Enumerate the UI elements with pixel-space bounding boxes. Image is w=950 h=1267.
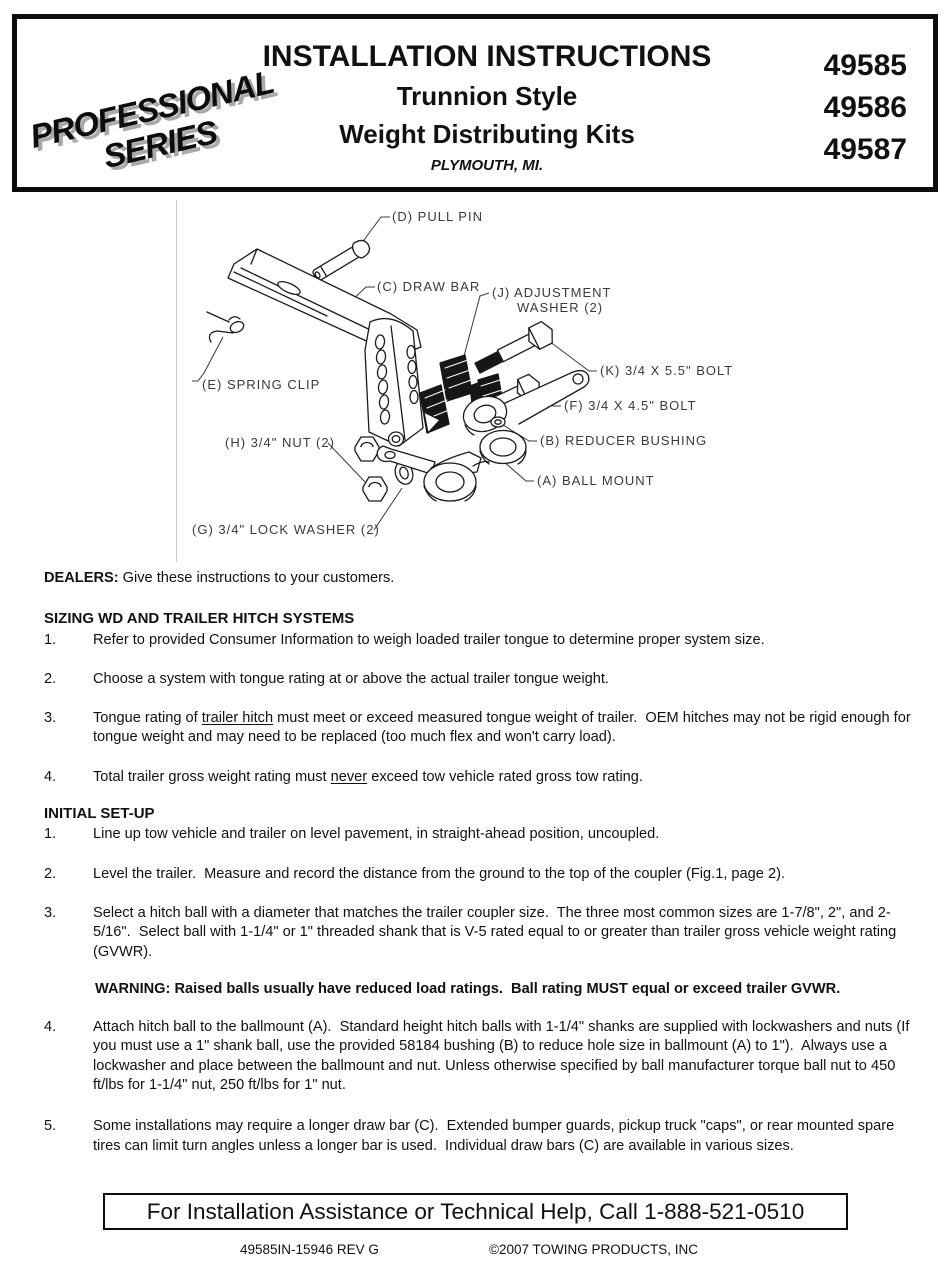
header-box: PROFESSIONAL SERIES INSTALLATION INSTRUC… <box>12 14 938 192</box>
section-heading-sizing: SIZING WD AND TRAILER HITCH SYSTEMS <box>44 610 355 628</box>
item-text: Attach hitch ball to the ballmount (A). … <box>93 1019 914 1094</box>
label-spring-clip: (E) SPRING CLIP <box>202 377 320 392</box>
assembly-arrow <box>423 411 441 434</box>
reducer-bushing-part <box>490 416 506 428</box>
bolt-k-part <box>474 320 553 374</box>
diagram-labels: (D) PULL PIN (C) DRAW BAR (J) ADJUSTMENT… <box>192 209 733 537</box>
item-text-post: exceed tow vehicle rated gross tow ratin… <box>367 768 643 785</box>
label-adjustment-washer-line1: (J) ADJUSTMENT <box>492 285 611 300</box>
label-draw-bar: (C) DRAW BAR <box>377 279 480 294</box>
draw-bar-part <box>227 248 424 447</box>
exploded-parts-diagram: (D) PULL PIN (C) DRAW BAR (J) ADJUSTMENT… <box>176 200 737 562</box>
item-text-pre: Refer to provided Consumer Information t… <box>93 631 765 648</box>
section-heading-setup: INITIAL SET-UP <box>44 805 155 823</box>
item-number: 3. <box>44 710 57 727</box>
leader-lines <box>192 216 597 531</box>
location-text: PLYMOUTH, MI. <box>430 157 544 174</box>
item-text: Refer to provided Consumer Information t… <box>93 631 912 650</box>
label-adjustment-washer-line2: WASHER (2) <box>517 300 603 315</box>
list-item: 4. Attach hitch ball to the ballmount (A… <box>44 1018 912 1095</box>
list-item: 3. Select a hitch ball with a diameter t… <box>44 904 912 962</box>
help-contact-box: For Installation Assistance or Technical… <box>103 1193 848 1230</box>
list-item: 3. Tongue rating of trailer hitch must m… <box>44 709 912 748</box>
item-text: Level the trailer. Measure and record th… <box>93 865 785 882</box>
label-reducer-bushing: (B) REDUCER BUSHING <box>540 433 707 448</box>
item-text: Some installations may require a longer … <box>93 1118 899 1154</box>
list-item: 2. Choose a system with tongue rating at… <box>44 670 912 689</box>
ball-mount-part <box>376 429 527 502</box>
item-text-pre: Total trailer gross weight rating must <box>93 768 331 785</box>
item-number: 4. <box>44 1019 57 1036</box>
item-text: Tongue rating of trailer hitch must meet… <box>93 709 912 748</box>
part-number: 49586 <box>823 91 907 124</box>
list-item: 1. Line up tow vehicle and trailer on le… <box>44 825 912 844</box>
subtitle-product: Weight Distributing Kits <box>339 119 635 149</box>
part-numbers: 49585 49586 49587 <box>824 45 907 171</box>
document-number: 49585IN-15946 REV G <box>240 1242 379 1257</box>
item-text: Total trailer gross weight rating must n… <box>93 768 912 787</box>
label-lock-washer: (G) 3/4" LOCK WASHER (2) <box>192 522 380 537</box>
label-bolt-55: (K) 3/4 X 5.5" BOLT <box>600 363 733 378</box>
subtitle-style: Trunnion Style <box>396 81 578 111</box>
head-assembly-part <box>462 369 590 436</box>
label-ball-mount: (A) BALL MOUNT <box>537 473 655 488</box>
spring-clip-part <box>206 311 245 343</box>
item-text-underlined: never <box>330 768 368 785</box>
item-number: 1. <box>44 631 57 648</box>
item-text: Choose a system with tongue rating at or… <box>93 670 912 689</box>
item-number: 4. <box>44 768 57 785</box>
label-pull-pin: (D) PULL PIN <box>392 209 483 224</box>
list-item: 5. Some installations may require a long… <box>44 1117 912 1156</box>
warning-text: WARNING: Raised balls usually have reduc… <box>95 980 841 997</box>
dealers-note: DEALERS: Give these instructions to your… <box>44 569 912 588</box>
diagram-svg: (D) PULL PIN (C) DRAW BAR (J) ADJUSTMENT… <box>192 209 733 537</box>
dealers-text: Give these instructions to your customer… <box>118 570 395 586</box>
item-number: 2. <box>44 670 57 687</box>
part-number: 49587 <box>823 133 907 166</box>
dealers-label: DEALERS: <box>44 570 119 586</box>
item-text: Line up tow vehicle and trailer on level… <box>93 826 660 843</box>
page-title: INSTALLATION INSTRUCTIONS <box>262 40 712 73</box>
label-bolt-45: (F) 3/4 X 4.5" BOLT <box>564 398 696 413</box>
item-number: 3. <box>44 904 57 921</box>
list-item: 1. Refer to provided Consumer Informatio… <box>44 631 912 650</box>
nut-part <box>354 436 380 462</box>
item-number: 2. <box>44 865 57 882</box>
copyright-text: ©2007 TOWING PRODUCTS, INC <box>489 1242 698 1257</box>
item-number: 5. <box>44 1118 57 1135</box>
pull-pin-part <box>312 239 371 282</box>
item-text-post: must meet or exceed measured tongue weig… <box>93 710 915 746</box>
label-nut: (H) 3/4" NUT (2) <box>225 435 335 450</box>
list-item: 4. Total trailer gross weight rating mus… <box>44 768 912 787</box>
item-text-pre: Tongue rating of <box>93 710 202 727</box>
item-text-pre: Choose a system with tongue rating at or… <box>93 670 609 687</box>
instructions-body: DEALERS: Give these instructions to your… <box>44 569 912 1176</box>
item-text-underlined: trailer hitch <box>201 710 274 727</box>
part-number: 49585 <box>823 49 907 82</box>
item-text: Select a hitch ball with a diameter that… <box>93 904 901 960</box>
nut-part <box>362 476 388 502</box>
list-item: 2. Level the trailer. Measure and record… <box>44 865 912 884</box>
help-line: For Installation Assistance or Technical… <box>146 1199 805 1224</box>
item-number: 1. <box>44 826 57 843</box>
